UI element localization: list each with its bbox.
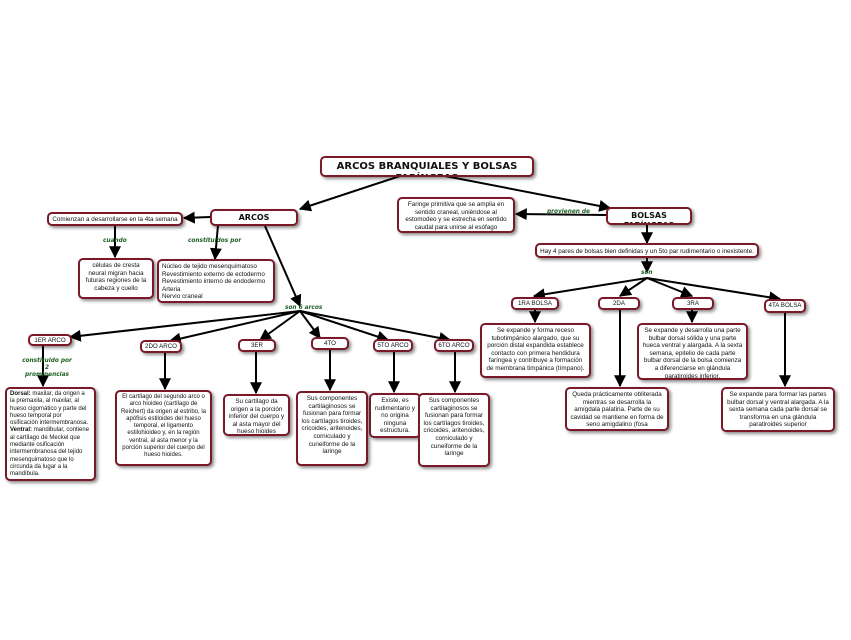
link-son-pouch4 xyxy=(646,277,782,304)
link-arcos-constituidos xyxy=(209,224,222,261)
link-son-arc5 xyxy=(299,310,390,343)
constituidos-line-2: Revestimiento externo de ectodermo xyxy=(162,270,265,278)
arc-6-node: 6TO ARCO xyxy=(434,339,474,352)
link-title-arcos xyxy=(298,175,401,212)
constituidos-node: Núcleo de tejido mesenquimatoso Revestim… xyxy=(157,259,275,303)
arc-4-detail: Sus componentes cartilaginosos se fusion… xyxy=(296,391,368,466)
link-son-pouch3 xyxy=(646,277,694,298)
ventral-label: Ventral: xyxy=(10,427,33,434)
pouch-4-node: 4TA BOLSA xyxy=(764,299,806,313)
constituidos-line-1: Núcleo de tejido mesenquimatoso xyxy=(162,263,257,270)
link-arcos-son xyxy=(264,225,302,308)
link-son-arc6 xyxy=(299,310,452,344)
constituidos-line-4: Arteria xyxy=(162,285,181,293)
cuando-node: Comienzan a desarrollarse en la 4ta sema… xyxy=(47,212,183,226)
constituidos-line-5: Nervio craneal xyxy=(162,293,203,301)
pouch-4-detail: Se expande para formar las partes bulbar… xyxy=(721,387,835,432)
cuando-label: cuando xyxy=(103,238,127,244)
link-arcos-cuando xyxy=(182,211,211,224)
arc-1-node: 1ER ARCO xyxy=(28,334,72,346)
link-bolsas-faringe xyxy=(514,208,607,221)
pouch-1-node: 1RA BOLSA xyxy=(511,297,559,310)
faringe-node: Faringe primitiva que se amplia en senti… xyxy=(397,197,515,233)
arc-1-detail: Dorsal: maxilar, da origen a la premaxil… xyxy=(5,387,96,481)
link-son-pouch2 xyxy=(619,277,648,297)
arc-2-detail: El cartílago del segundo arco o arco hio… xyxy=(115,390,212,466)
constituidos-label: constituidos por xyxy=(188,238,242,244)
bolsas-son-label: son xyxy=(641,270,653,276)
arc-2-node: 2DO ARCO xyxy=(140,340,182,353)
provienen-label: provienen de xyxy=(547,209,590,215)
pouch-3-detail: Se expande y desarrolla una parte bulbar… xyxy=(637,323,748,380)
arc-5-node: 5TO ARCO xyxy=(373,339,413,352)
link-son-arc2 xyxy=(168,310,301,345)
arc-6-detail: Sus componentes cartilaginosos se fusion… xyxy=(418,393,490,467)
pouch-2-detail: Queda prácticamente obliterada mientras … xyxy=(565,387,669,431)
dorsal-label: Dorsal: xyxy=(10,391,31,397)
arc-5-detail: Existe, es rudimentario y no origina nin… xyxy=(369,393,421,438)
constituidos-line-3: Revestimiento interno de endodermo xyxy=(162,278,266,286)
link-son-arc4 xyxy=(299,310,321,339)
page-title: ARCOS BRANQUIALES Y BOLSAS FARÍNGEAS xyxy=(320,156,534,177)
pares-node: Hay 4 pares de bolsas bien definidas y u… xyxy=(535,243,759,258)
arc-3-detail: Su cartílago da origen a la porción infe… xyxy=(223,394,290,436)
link-son-pouch1 xyxy=(532,277,648,301)
son-6-arcos-label: son 6 arcos xyxy=(285,305,323,311)
dorsal-text: maxilar, da origen a la premaxila, al ma… xyxy=(10,391,89,427)
link-son-arc3 xyxy=(259,310,301,341)
arc-4-node: 4TO ACTO xyxy=(311,337,349,350)
pouch-2-node: 2DA BOLSA xyxy=(598,297,640,310)
celulas-node: células de cresta neural migran hacia fu… xyxy=(78,258,154,299)
pouch-3-node: 3RA BOLSA xyxy=(672,297,714,310)
ventral-text: mandibular, contiene al cartílago de Mec… xyxy=(10,427,90,478)
arcos-branquiales-node: ARCOS BRANQUIALES xyxy=(210,209,298,226)
pouch-1-detail: Se expande y forma receso tubotimpánico … xyxy=(480,323,591,378)
link-title-bolsas xyxy=(444,175,612,212)
arc-3-node: 3ER ARCO xyxy=(238,339,276,352)
bolsas-faringeas-node: BOLSAS FARÍNGEAS xyxy=(606,207,692,225)
arc-1-constituido-label: constituido por 2 prominencias xyxy=(22,358,72,378)
link-son-arc1 xyxy=(68,310,301,342)
